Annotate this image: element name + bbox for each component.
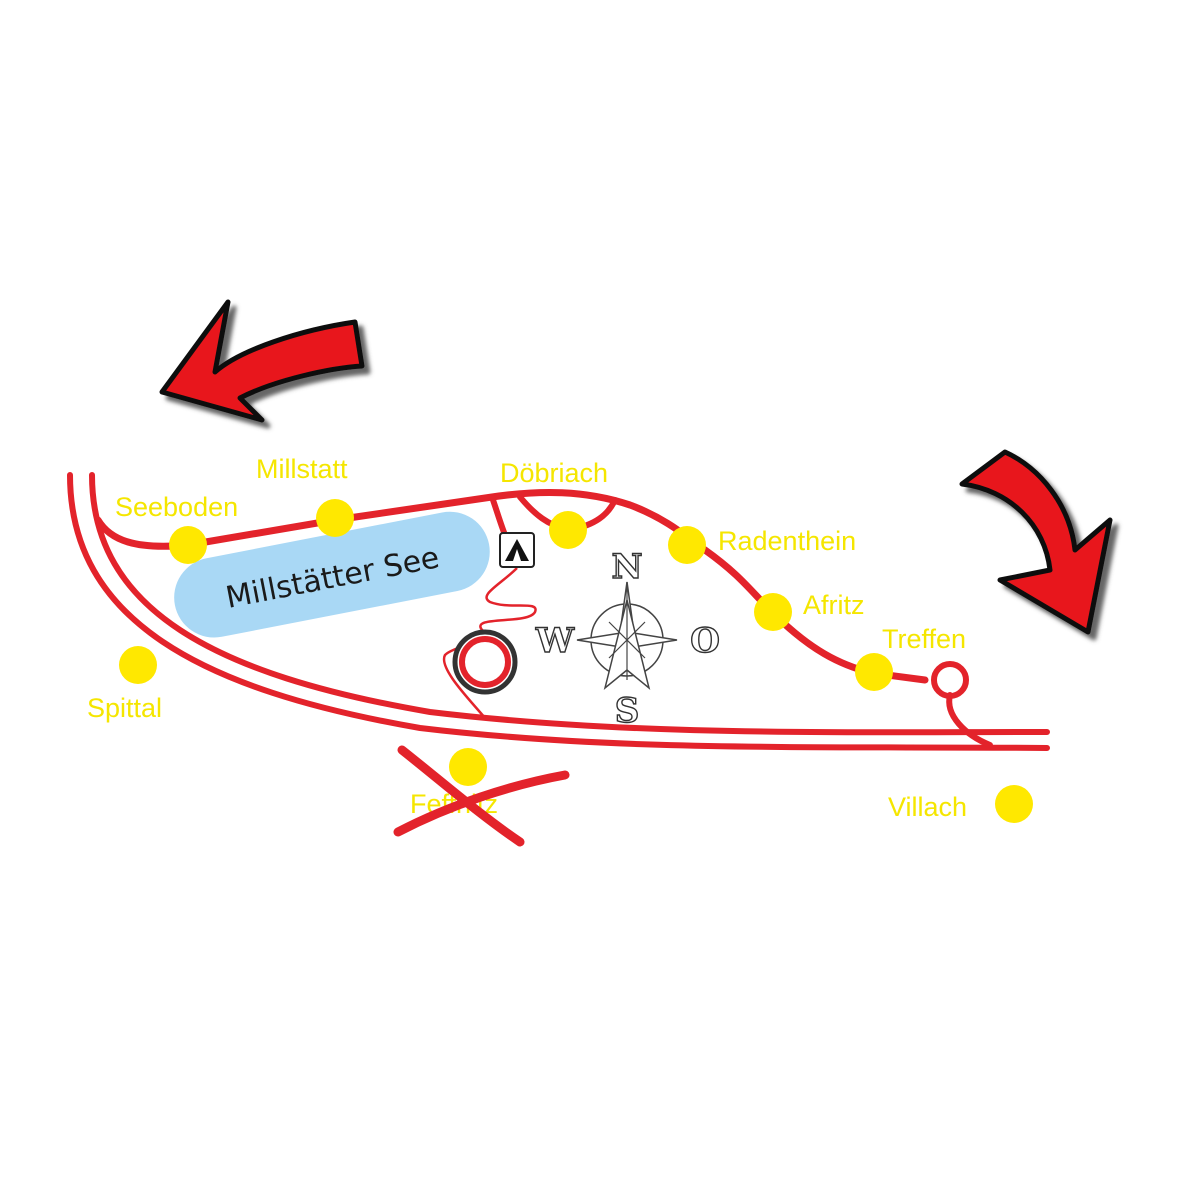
town-label-seeboden: Seeboden — [115, 492, 238, 522]
town-dot-radenthein — [668, 526, 706, 564]
compass-south: S — [615, 691, 640, 731]
curved-arrow-left-icon — [159, 299, 365, 423]
town-label-treffen: Treffen — [882, 624, 966, 654]
town-dot-millstatt — [316, 499, 354, 537]
curved-arrow-down-right-icon — [959, 449, 1113, 635]
town-label-millstatt: Millstatt — [256, 454, 348, 484]
compass-rose: N S W O — [534, 546, 720, 731]
lake-shape — [174, 511, 490, 638]
campsite-tent-icon — [499, 532, 535, 568]
town-dot-doebriach — [549, 511, 587, 549]
town-label-afritz: Afritz — [803, 590, 865, 620]
winding-trail — [442, 567, 537, 719]
town-dot-seeboden — [169, 526, 207, 564]
town-label-doebriach: Döbriach — [500, 458, 608, 488]
town-dot-villach — [995, 785, 1033, 823]
compass-west: W — [535, 621, 575, 661]
highway — [67, 472, 1050, 751]
town-dot-feldkirchen — [449, 748, 487, 786]
town-dot-treffen — [855, 653, 893, 691]
location-circle-icon — [452, 629, 518, 695]
town-dot-spittal — [119, 646, 157, 684]
compass-north: N — [611, 547, 642, 587]
town-markers — [119, 499, 1033, 823]
compass-east: O — [690, 621, 720, 661]
town-label-spittal: Spittal — [87, 693, 162, 723]
cross-out-icon — [393, 745, 570, 847]
town-dot-afritz — [754, 593, 792, 631]
town-label-villach: Villach — [888, 792, 967, 822]
town-label-radenthein: Radenthein — [718, 526, 856, 556]
